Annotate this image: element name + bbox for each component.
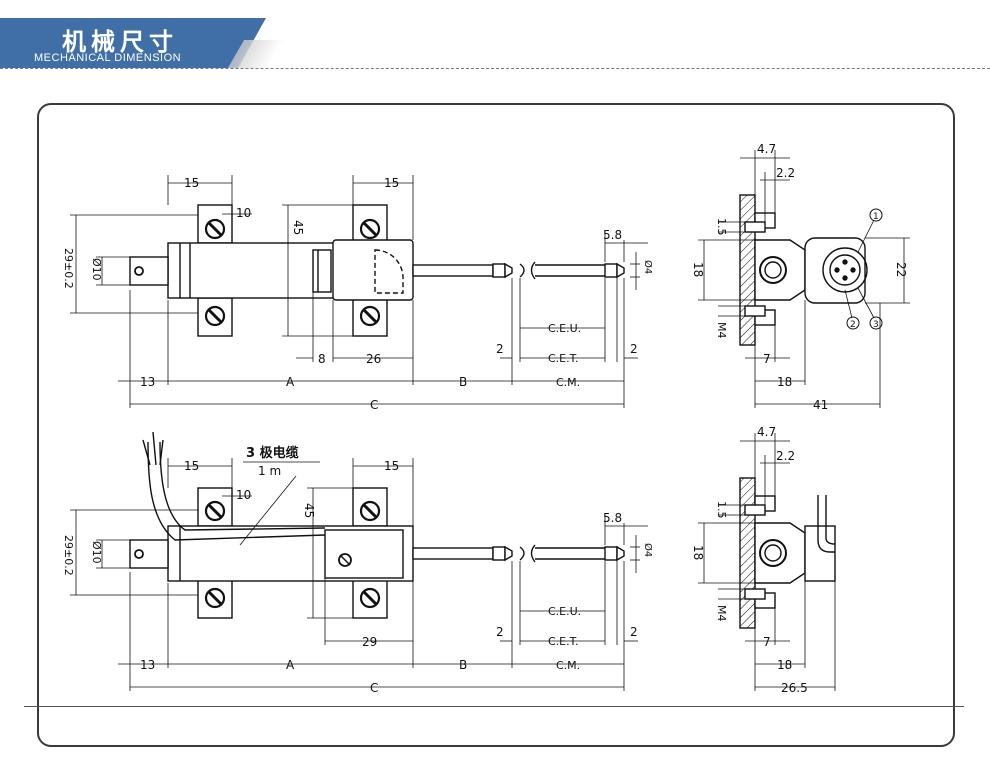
header-subtitle: MECHANICAL DIMENSION [34, 52, 182, 64]
carriage [332, 239, 414, 301]
dim-label: 10 [236, 488, 251, 502]
pin-label: 1 [873, 212, 879, 222]
dim-label: C.E.U. [548, 322, 581, 335]
dim-label: 2 [630, 342, 638, 356]
dim-label: 15 [184, 459, 199, 473]
dim-label: C.E.T. [548, 352, 579, 365]
pin-label: 3 [873, 320, 879, 330]
bottom-dimension-lines [70, 458, 648, 691]
dim-label: 5.8 [603, 228, 622, 242]
connector-icon [822, 247, 868, 293]
dim-label: 1.5 [715, 218, 728, 236]
end-cap [129, 539, 169, 569]
header-title: 机械尺寸 [62, 28, 178, 56]
bottom-side-view [739, 477, 836, 629]
dim-label: 45 [291, 220, 305, 235]
header-divider [0, 68, 990, 69]
sensor-body [167, 242, 339, 299]
dim-label: 41 [813, 398, 828, 412]
top-dimension-labels: 15 15 10 45 29±0.2 Ø10 5.8 Ø4 8 26 C.E.U… [62, 176, 654, 412]
dim-label: C [370, 681, 378, 695]
clamp-bottom-left [197, 297, 233, 337]
dim-label: 2 [496, 342, 504, 356]
carriage [324, 529, 404, 579]
cable [817, 495, 835, 553]
drawing-frame [37, 103, 955, 747]
dim-label: Ø4 [642, 543, 654, 557]
push-rod [412, 264, 494, 277]
dim-label: 26.5 [781, 681, 808, 695]
dim-label: A [286, 658, 295, 672]
dim-label: 15 [384, 176, 399, 190]
dim-label: 29 [362, 635, 377, 649]
dim-label: 29±0.2 [62, 535, 75, 576]
dim-label: B [459, 658, 467, 672]
screw-icon [204, 500, 381, 609]
dim-label: 7 [763, 352, 771, 366]
dim-label: 8 [318, 352, 326, 366]
end-cap [129, 256, 169, 286]
bottom-front-view [129, 431, 625, 619]
dim-label: 2 [630, 625, 638, 639]
dim-label: Ø10 [90, 258, 103, 281]
dim-label: 18 [777, 658, 792, 672]
dim-label: 10 [236, 206, 251, 220]
dim-label: 5.8 [603, 511, 622, 525]
dim-label: C.E.U. [548, 605, 581, 618]
dim-label: 15 [184, 176, 199, 190]
dim-label: 18 [777, 375, 792, 389]
dim-label: 4.7 [757, 142, 776, 156]
dim-label: 1.5 [715, 501, 728, 519]
dim-label: C.M. [556, 376, 580, 389]
dim-label: 13 [140, 375, 155, 389]
dim-label: Ø4 [642, 260, 654, 274]
dim-label: C.M. [556, 659, 580, 672]
bottom-side-dimension-lines [698, 433, 836, 691]
dim-label: B [459, 375, 467, 389]
dim-label: 2 [496, 625, 504, 639]
dim-label: 45 [302, 503, 316, 518]
dim-label: M4 [715, 322, 728, 339]
top-side-dimension-labels: 4.7 2.2 1.5 18 22 M4 7 18 41 1 2 3 [691, 142, 908, 412]
footer-divider [24, 706, 964, 707]
top-dimension-lines [70, 175, 648, 408]
cable-label: 3 极电缆 [246, 445, 299, 461]
pin-label: 2 [850, 320, 856, 330]
dim-label: 18 [691, 262, 705, 277]
top-side-dimension-lines [698, 150, 910, 408]
bottom-side-dimension-labels: 4.7 2.2 1.5 18 M4 7 18 26.5 [691, 425, 808, 695]
dim-label: 22 [894, 262, 908, 277]
dim-label: 13 [140, 658, 155, 672]
screw-icon [204, 218, 381, 327]
clamp-top-right [352, 204, 388, 244]
dim-label: C.E.T. [548, 635, 579, 648]
dim-label: 29±0.2 [62, 248, 75, 289]
dim-label: 15 [384, 459, 399, 473]
dim-label: 26 [366, 352, 381, 366]
dim-label: 4.7 [757, 425, 776, 439]
dim-label: 18 [691, 545, 705, 560]
dim-label: 2.2 [776, 166, 795, 180]
dim-label: 2.2 [776, 449, 795, 463]
dim-label: Ø10 [90, 541, 103, 564]
top-front-view [129, 204, 625, 337]
dim-label: A [286, 375, 295, 389]
top-side-view [739, 194, 883, 346]
push-rod [412, 547, 494, 560]
clamp-top-left [197, 204, 233, 244]
dim-label: M4 [715, 605, 728, 622]
bottom-dimension-labels: 3 极电缆 1 m 15 15 10 45 29±0.2 Ø10 5.8 Ø4 … [62, 445, 654, 695]
cable-length-label: 1 m [258, 464, 281, 478]
dim-label: C [370, 398, 378, 412]
dim-label: 7 [763, 635, 771, 649]
